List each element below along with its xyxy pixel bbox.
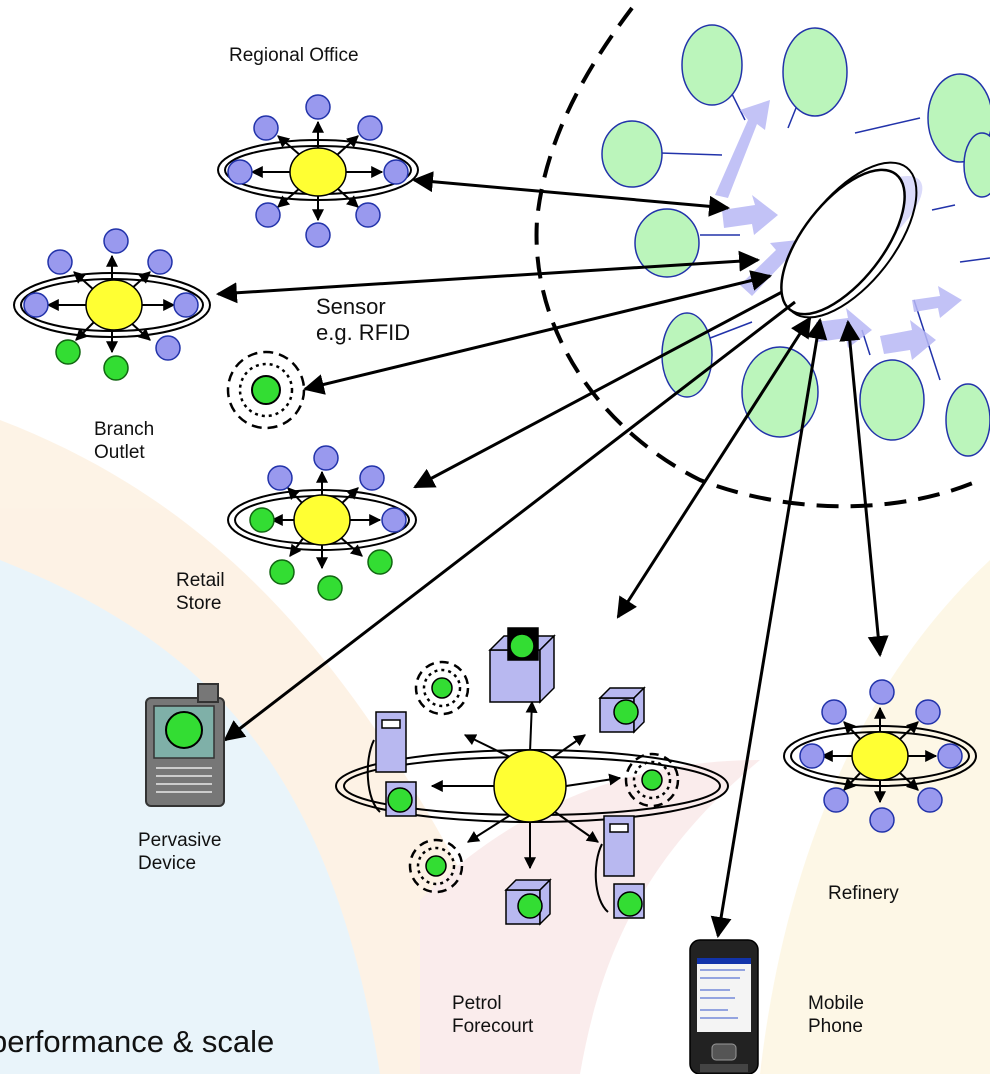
fuel-pump-icon xyxy=(366,711,645,919)
forecourt-sensor xyxy=(408,660,680,894)
caption-performance-scale: performance & scale xyxy=(0,1024,275,1059)
label-branch-outlet: Branch Outlet xyxy=(94,419,155,463)
link-retail-store xyxy=(413,290,783,489)
sensor-node xyxy=(226,350,306,430)
enterprise-hub xyxy=(780,168,906,316)
enterprise-boundary xyxy=(534,6,981,509)
regional-office-cluster xyxy=(217,94,419,248)
petrol-forecourt-cluster xyxy=(335,627,729,926)
label-mobile-phone: Mobile Phone xyxy=(808,993,864,1037)
link-regional-office xyxy=(411,171,731,217)
connection-arrows xyxy=(215,171,889,939)
refinery-cluster xyxy=(783,679,977,833)
label-retail-store: Retail Store xyxy=(176,570,225,614)
enterprise-node xyxy=(859,359,925,441)
label-petrol-forecourt: Petrol Forecourt xyxy=(452,993,534,1037)
label-regional-office: Regional Office xyxy=(229,45,359,66)
enterprise-node xyxy=(963,132,990,198)
enterprise-node xyxy=(782,27,848,117)
background-swirl xyxy=(0,420,990,1074)
label-sensor: Sensor e.g. RFID xyxy=(316,294,411,345)
mobile-phone-icon xyxy=(689,939,759,1074)
link-refinery xyxy=(839,319,889,658)
retail-store-cluster xyxy=(227,445,417,601)
label-pervasive-device: Pervasive Device xyxy=(138,830,222,874)
enterprise-node xyxy=(681,24,743,106)
enterprise-node xyxy=(945,383,990,457)
label-refinery: Refinery xyxy=(828,883,899,904)
link-mobile-phone xyxy=(710,317,828,939)
computer-terminal-icon xyxy=(488,627,646,926)
link-branch-outlet xyxy=(215,250,761,304)
branch-outlet-cluster xyxy=(13,228,211,381)
link-sensor xyxy=(302,270,773,395)
pda-icon xyxy=(145,683,225,807)
enterprise-node xyxy=(601,120,663,188)
